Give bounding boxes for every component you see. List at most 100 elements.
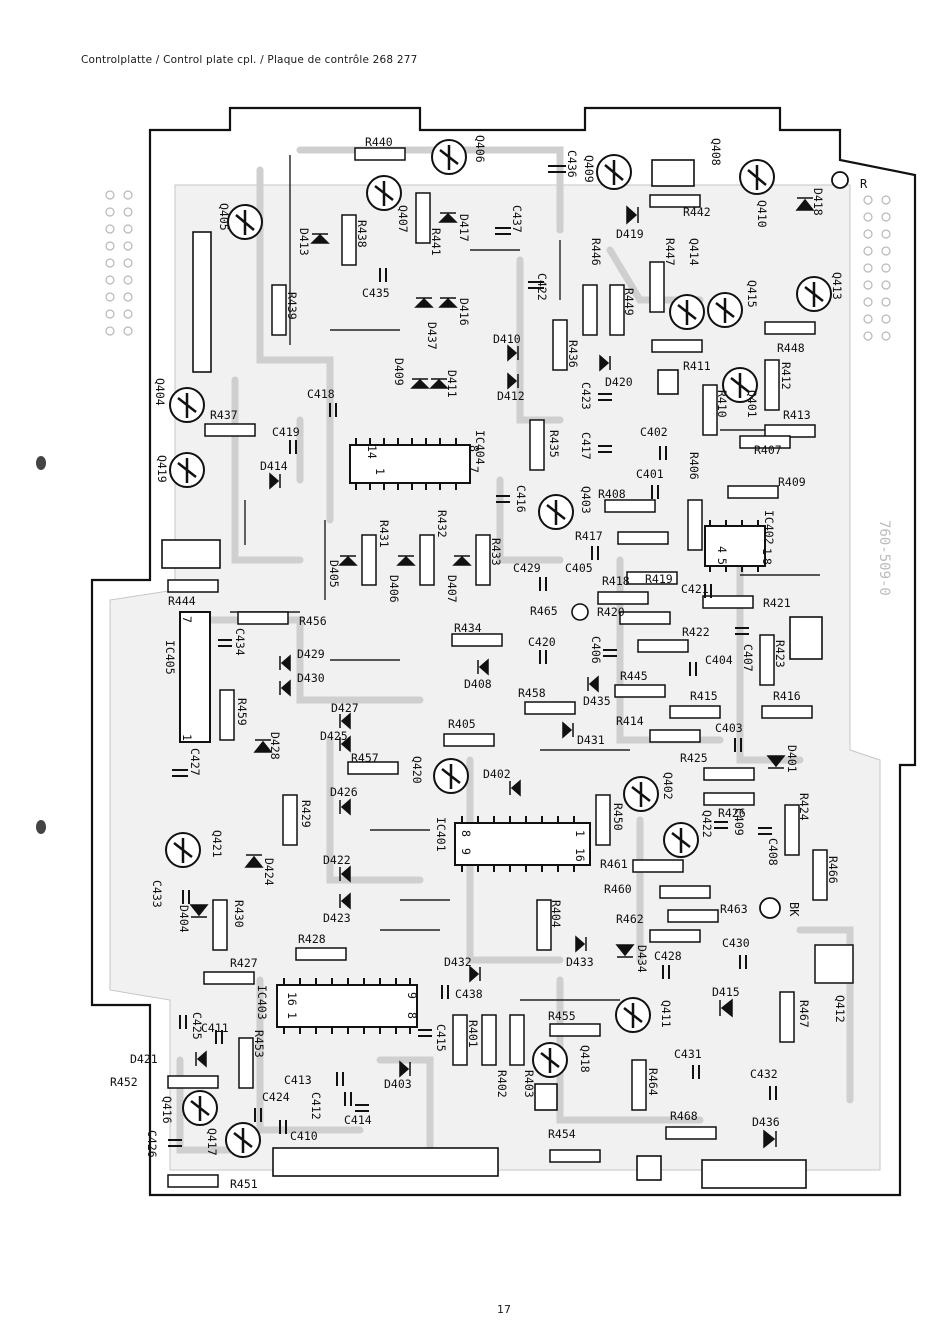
label-d407: D407 [445, 575, 459, 603]
c421-body [704, 584, 712, 598]
d406-body [396, 555, 416, 566]
d402-body [509, 779, 521, 797]
c437-body [495, 227, 511, 235]
d408-body [477, 658, 489, 676]
label-ic404: IC404 [473, 430, 487, 465]
d419-body [626, 205, 639, 225]
label-d419: D419 [616, 227, 644, 241]
label-r414: R414 [616, 714, 644, 728]
label-d418: D418 [811, 188, 825, 216]
d420-body [599, 354, 611, 372]
ic403-pin-1: 1 [285, 1012, 299, 1019]
label-r455: R455 [548, 1009, 576, 1023]
d413-body [310, 233, 330, 244]
r402-body [481, 1014, 497, 1066]
label-ic403: IC403 [255, 985, 269, 1020]
r460-body [659, 885, 711, 899]
label-r435: R435 [547, 430, 561, 458]
r401-body [452, 1014, 468, 1066]
ic401-pin-1: 1 [573, 830, 587, 837]
label-r442: R442 [683, 205, 711, 219]
r423-body [759, 634, 775, 686]
label-r427: R427 [230, 956, 258, 970]
ic403-pin-9: 9 [405, 992, 419, 999]
r414-body [649, 729, 701, 743]
label-r437: R437 [210, 408, 238, 422]
trimmer-block-right [789, 616, 823, 660]
label-r456: R456 [299, 614, 327, 628]
label-d437: D437 [425, 322, 439, 350]
label-r438: R438 [355, 220, 369, 248]
c413-body [336, 1072, 344, 1086]
r425-body [703, 767, 755, 781]
c402-body [659, 446, 667, 460]
c429-body [539, 577, 547, 591]
label-c411: C411 [201, 1021, 229, 1035]
c438-body [441, 985, 449, 999]
r432-body [419, 534, 435, 586]
label-r448: R448 [777, 341, 805, 355]
label-r426: R426 [718, 806, 746, 820]
q412-body [814, 944, 854, 984]
d409-body [410, 378, 430, 389]
label-d429: D429 [297, 647, 325, 661]
r430-body [212, 899, 228, 951]
c431-body [692, 1065, 700, 1079]
r413-body [764, 424, 816, 438]
label-r451: R451 [230, 1177, 258, 1191]
label-r465: R465 [530, 604, 558, 618]
label-r407: R407 [754, 443, 782, 457]
c416-body [496, 495, 510, 503]
r429-body [282, 794, 298, 846]
d425-body [339, 735, 351, 753]
ic404-body [349, 444, 471, 484]
r462-body [649, 929, 701, 943]
label-r403: R403 [522, 1070, 536, 1098]
c414-body [355, 1104, 369, 1112]
label-c436: C436 [565, 150, 579, 178]
label-d404: D404 [177, 905, 191, 933]
d415-body [719, 998, 733, 1018]
label-c416: C416 [514, 485, 528, 513]
r412-body [764, 359, 780, 411]
label-r433: R433 [489, 538, 503, 566]
pad-square-q418 [534, 1083, 558, 1111]
label-ic402: IC402 [762, 510, 776, 545]
label-q418: Q418 [578, 1045, 592, 1073]
bottom-connector [272, 1147, 499, 1177]
ic405-pin-1: 1 [180, 734, 194, 741]
c411-body [215, 1030, 223, 1044]
r431-body [361, 534, 377, 586]
label-c405: C405 [565, 561, 593, 575]
label-c410: C410 [290, 1129, 318, 1143]
label-r461: R461 [600, 857, 628, 871]
r407-body [739, 435, 791, 449]
label-r463: R463 [720, 902, 748, 916]
label-d426: D426 [330, 785, 358, 799]
label-r445: R445 [620, 669, 648, 683]
label-c432: C432 [750, 1067, 778, 1081]
label-c429: C429 [513, 561, 541, 575]
r421-body [702, 595, 754, 609]
wire-links [230, 155, 820, 1001]
d404-body [189, 904, 209, 918]
label-d425: D425 [320, 729, 348, 743]
page-caption: Controlplatte / Control plate cpl. / Pla… [81, 54, 418, 66]
label-r460: R460 [604, 882, 632, 896]
r408-body [604, 499, 656, 513]
label-c427: C427 [188, 748, 202, 776]
label-d412: D412 [497, 389, 525, 403]
r461-body [632, 859, 684, 873]
label-r452: R452 [110, 1075, 138, 1089]
c432-body [769, 1086, 777, 1100]
test-point-bk [759, 897, 781, 919]
c405-body [591, 546, 599, 560]
ic405-pin-7: 7 [180, 616, 194, 623]
label-c423: C423 [579, 382, 593, 410]
label-d424: D424 [262, 858, 276, 886]
r410-body [702, 384, 718, 436]
label-r440: R440 [365, 135, 393, 149]
ic404-pin-8: 8 [467, 445, 481, 452]
d416-body [438, 297, 458, 308]
d418-body [795, 197, 815, 211]
